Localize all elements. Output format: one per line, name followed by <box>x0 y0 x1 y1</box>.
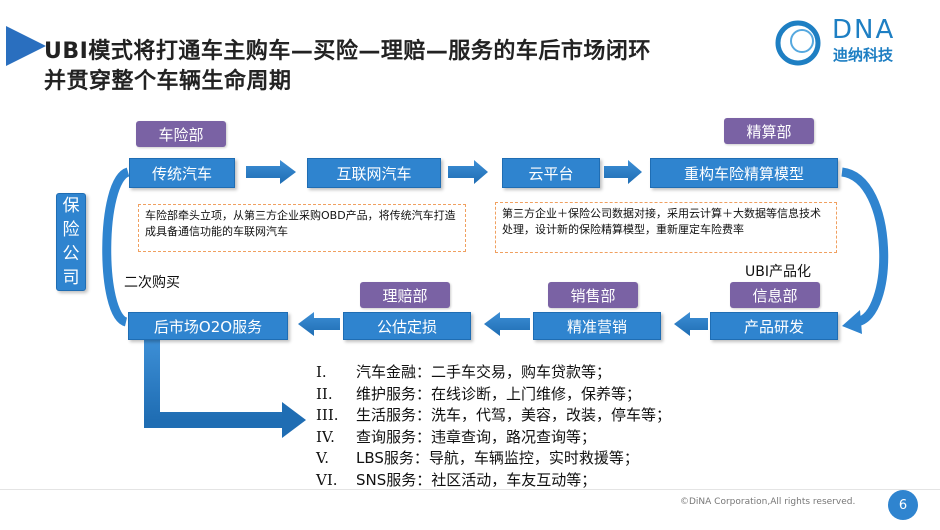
list-item-num: V. <box>316 449 329 467</box>
logo-brand: DNA <box>832 15 896 45</box>
list-item-text: 维护服务：在线诊断，上门维修，保养等； <box>356 384 642 403</box>
list-item-num: IV. <box>316 427 335 446</box>
step-traditional-car: 传统汽车 <box>129 158 235 188</box>
list-item-text: 汽车金融：二手车交易，购车贷款等； <box>356 363 612 381</box>
dept-car-insurance: 车险部 <box>136 121 226 147</box>
list-item-text: SNS服务：社区活动，车友互动等； <box>356 470 597 489</box>
label-second-purchase: 二次购买 <box>124 275 180 291</box>
step-actuarial-model: 重构车险精算模型 <box>650 158 838 188</box>
title-arrow-icon <box>6 26 46 66</box>
page-subtitle: 并贯穿整个车辆生命周期 <box>44 69 292 94</box>
curve-arrow-left <box>102 167 131 327</box>
list-item-num: II. <box>316 384 333 403</box>
label-ubi-product: UBI产品化 <box>745 264 811 280</box>
logo-name: 迪纳科技 <box>833 46 894 64</box>
arrow-right-3 <box>604 160 642 184</box>
step-precision-marketing: 精准营销 <box>533 312 661 340</box>
list-item: V. LBS服务：导航，车辆监控，实时救援等； <box>316 448 671 470</box>
insurance-company-box: 保险公司 <box>56 193 86 291</box>
dept-actuarial: 精算部 <box>724 118 814 144</box>
arrow-right-1 <box>246 160 296 184</box>
step-o2o-service: 后市场O2O服务 <box>128 312 288 340</box>
step-loss-assessment: 公估定损 <box>343 312 471 340</box>
footer-divider <box>0 489 940 490</box>
page-title: UBI模式将打通车主购车—买险—理赔—服务的车后市场闭环 <box>44 39 651 64</box>
list-item-num: VI. <box>316 470 338 489</box>
list-item-num: I. <box>316 363 327 381</box>
logo-mark-icon <box>775 20 821 66</box>
dept-sales: 销售部 <box>548 282 638 308</box>
list-item: II. 维护服务：在线诊断，上门维修，保养等； <box>316 384 671 406</box>
list-item-text: 生活服务：洗车，代驾，美容，改装，停车等； <box>356 406 672 424</box>
arrow-left-3 <box>674 312 708 336</box>
page-number: 6 <box>888 490 918 520</box>
arrow-left-1 <box>298 312 340 336</box>
arrow-right-2 <box>448 160 488 184</box>
step-cloud-platform: 云平台 <box>502 158 600 188</box>
note-left: 车险部牵头立项，从第三方企业采购OBD产品，将传统汽车打造成具备通信功能的车联网… <box>138 204 466 252</box>
step-product-development: 产品研发 <box>710 312 838 340</box>
list-item: I. 汽车金融：二手车交易，购车贷款等； <box>316 362 671 384</box>
list-item-text: 查询服务：违章查询，路况查询等； <box>356 427 597 446</box>
service-list: I. 汽车金融：二手车交易，购车贷款等； II. 维护服务：在线诊断，上门维修，保养… <box>316 362 671 491</box>
arrow-left-2 <box>484 312 530 336</box>
note-right: 第三方企业＋保险公司数据对接，采用云计算＋大数据等信息技术处理，设计新的保险精算… <box>495 202 837 253</box>
list-item-num: III. <box>316 406 339 424</box>
list-item: III. 生活服务：洗车，代驾，美容，改装，停车等； <box>316 405 671 427</box>
dept-information: 信息部 <box>730 282 820 308</box>
dept-claims: 理赔部 <box>360 282 450 308</box>
list-item: IV. 查询服务：违章查询，路况查询等； <box>316 427 671 449</box>
step-internet-car: 互联网汽车 <box>307 158 441 188</box>
curve-arrow-right <box>840 167 889 327</box>
list-item-text: LBS服务：导航，车辆监控，实时救援等； <box>356 449 639 467</box>
footer-copyright: ©DiNA Corporation,All rights reserved. <box>680 497 856 507</box>
bent-arrow <box>144 340 286 428</box>
list-item: VI. SNS服务：社区活动，车友互动等； <box>316 470 671 492</box>
